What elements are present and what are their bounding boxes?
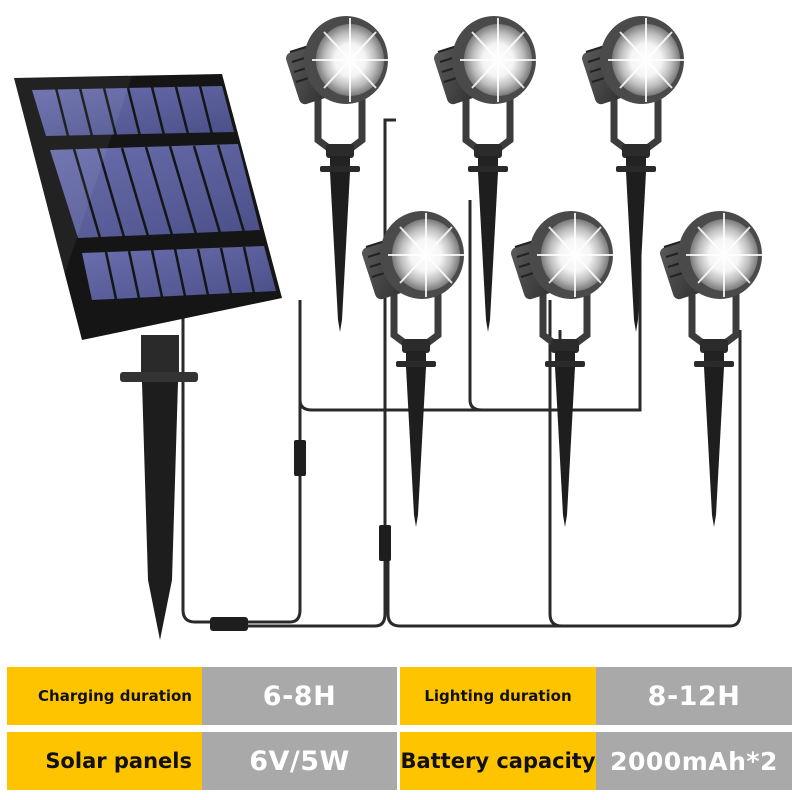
spec-value-charging-duration: 6-8H (202, 667, 397, 725)
spec-label-solar-panels: Solar panels (7, 732, 202, 790)
spec-value-battery-capacity: 2000mAh*2 (596, 732, 792, 790)
spec-table: Charging duration 6-8H Lighting duration… (7, 667, 793, 791)
spec-row: Solar panels 6V/5W Battery capacity 2000… (7, 732, 793, 790)
spec-value-lighting-duration: 8-12H (596, 667, 792, 725)
spec-label-charging-duration: Charging duration (7, 667, 202, 725)
spec-label-lighting-duration: Lighting duration (400, 667, 596, 725)
spec-row: Charging duration 6-8H Lighting duration… (7, 667, 793, 725)
spec-label-battery-capacity: Battery capacity (400, 732, 596, 790)
product-illustration (14, 0, 800, 640)
solar-panel (14, 74, 282, 340)
spec-value-solar-panels: 6V/5W (202, 732, 397, 790)
